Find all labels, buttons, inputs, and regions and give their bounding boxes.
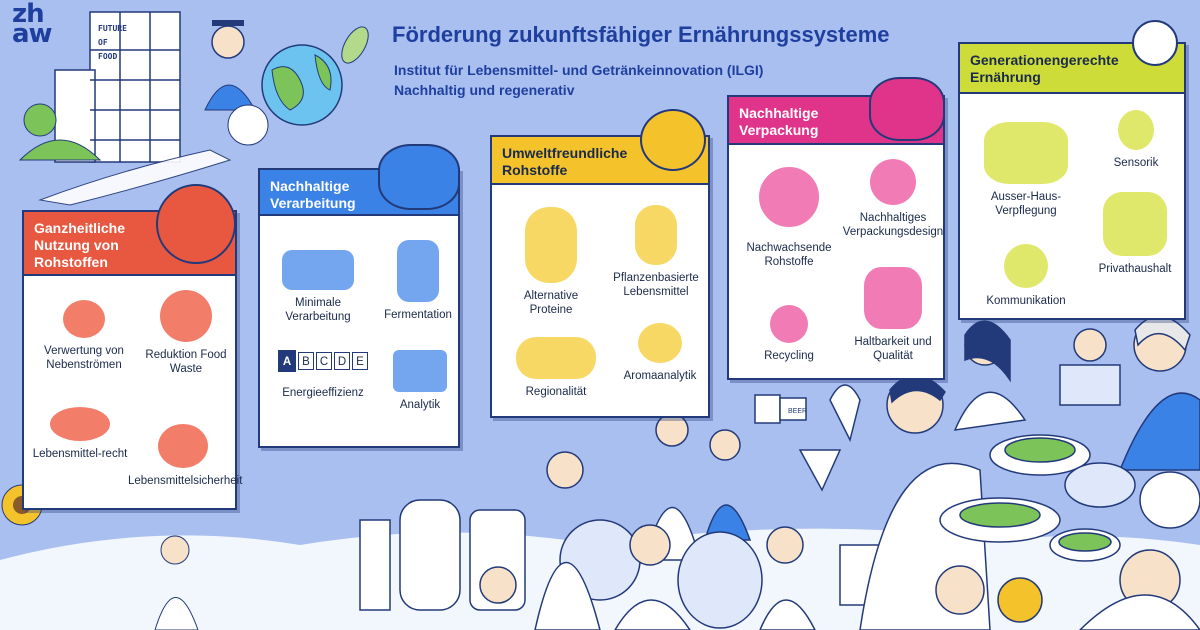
test-tube-icon (638, 323, 682, 363)
conveyor-belt-icon (378, 144, 460, 210)
jar-icon (397, 240, 439, 302)
hemp-leaf-icon (640, 109, 706, 171)
page-title: Förderung zukunftsfähiger Ernährungssyst… (392, 22, 890, 47)
beer-label: BEER (788, 408, 807, 415)
feature-item: Minimale Verarbeitung (268, 250, 368, 324)
feature-item: Alternative Proteine (506, 207, 596, 317)
food-waste-bin-icon (160, 290, 212, 342)
protein-machine-icon (525, 207, 577, 283)
feature-item: Lebensmittel-recht (30, 407, 130, 461)
feature-item: Privathaushalt (1086, 192, 1184, 276)
plate-cutlery-icon (1132, 20, 1178, 66)
grain-icon (635, 205, 677, 265)
logo-line-2: aw (12, 19, 53, 49)
feature-item: Nachhaltiges Verpackungsdesign (841, 159, 945, 239)
feature-item: Nachwachsende Rohstoffe (737, 159, 841, 269)
feature-item: Aromaanalytik (612, 323, 708, 383)
shopping-bag-icon (1103, 192, 1167, 256)
quality-seal-icon (864, 267, 922, 329)
fruit-peel-icon (63, 300, 105, 338)
feature-item: Sensorik (1088, 110, 1184, 170)
mountain-farm-icon (516, 337, 596, 379)
bread-packaging-icon (869, 77, 945, 141)
recycling-icon (770, 305, 808, 343)
laptop-chart-icon (393, 350, 447, 392)
feature-item: Pflanzenbasierte Lebensmittel (602, 205, 710, 299)
nose-icon (1118, 110, 1154, 150)
feature-item: Verwertung von Nebenströmen (34, 300, 134, 372)
feature-item: Analytik (380, 350, 460, 412)
feature-item: Haltbarkeit und Qualität (841, 267, 945, 363)
feature-item: A B C D E Energieeffizienz (268, 350, 378, 400)
feature-item: Fermentation (378, 240, 458, 322)
card-umweltfreundliche-rohstoffe: Umweltfreundliche Rohstoffe Alternative … (490, 109, 710, 418)
card-nachhaltige-verpackung: Nachhaltige Verpackung Nachwachsende Roh… (727, 77, 945, 380)
cycle-icon (751, 159, 827, 235)
gavel-icon (50, 407, 110, 441)
future-of-food-building (54, 11, 181, 163)
packaging-design-icon (870, 159, 916, 205)
feature-item: Recycling (747, 305, 831, 363)
feature-item: Kommunikation (970, 244, 1082, 308)
card-title: Ganzheitliche Nutzung von Rohstoffen (22, 210, 237, 276)
card-generationengerechte-ernaehrung: Generationengerechte Ernährung Ausser-Ha… (958, 20, 1186, 320)
institute-tagline: Nachhaltig und regenerativ (394, 82, 575, 98)
energy-label-icon: A B C D E (268, 350, 378, 372)
feature-item: Reduktion Food Waste (136, 290, 236, 376)
feature-item: Ausser-Haus-Verpflegung (968, 122, 1084, 218)
beer-mug-icon (156, 184, 236, 264)
logo-line-1: zh (12, 0, 45, 29)
institute-name: Institut für Lebensmittel- und Getränkei… (394, 62, 764, 78)
card-ganzheitliche-nutzung: Ganzheitliche Nutzung von Rohstoffen Ver… (22, 184, 242, 510)
magnifier-icon (158, 424, 208, 468)
zhaw-logo[interactable]: zh aw (12, 0, 72, 49)
chef-icon (984, 122, 1068, 184)
feature-item: Lebensmittelsicherheit (128, 424, 242, 488)
milk-carton-icon (1004, 244, 1048, 288)
page-subtitle: Institut für Lebensmittel- und Getränkei… (394, 60, 763, 100)
bread-board-icon (282, 250, 354, 290)
feature-item: Regionalität (506, 337, 606, 399)
card-nachhaltige-verarbeitung: Nachhaltige Verarbeitung Minimale Verarb… (258, 144, 460, 448)
